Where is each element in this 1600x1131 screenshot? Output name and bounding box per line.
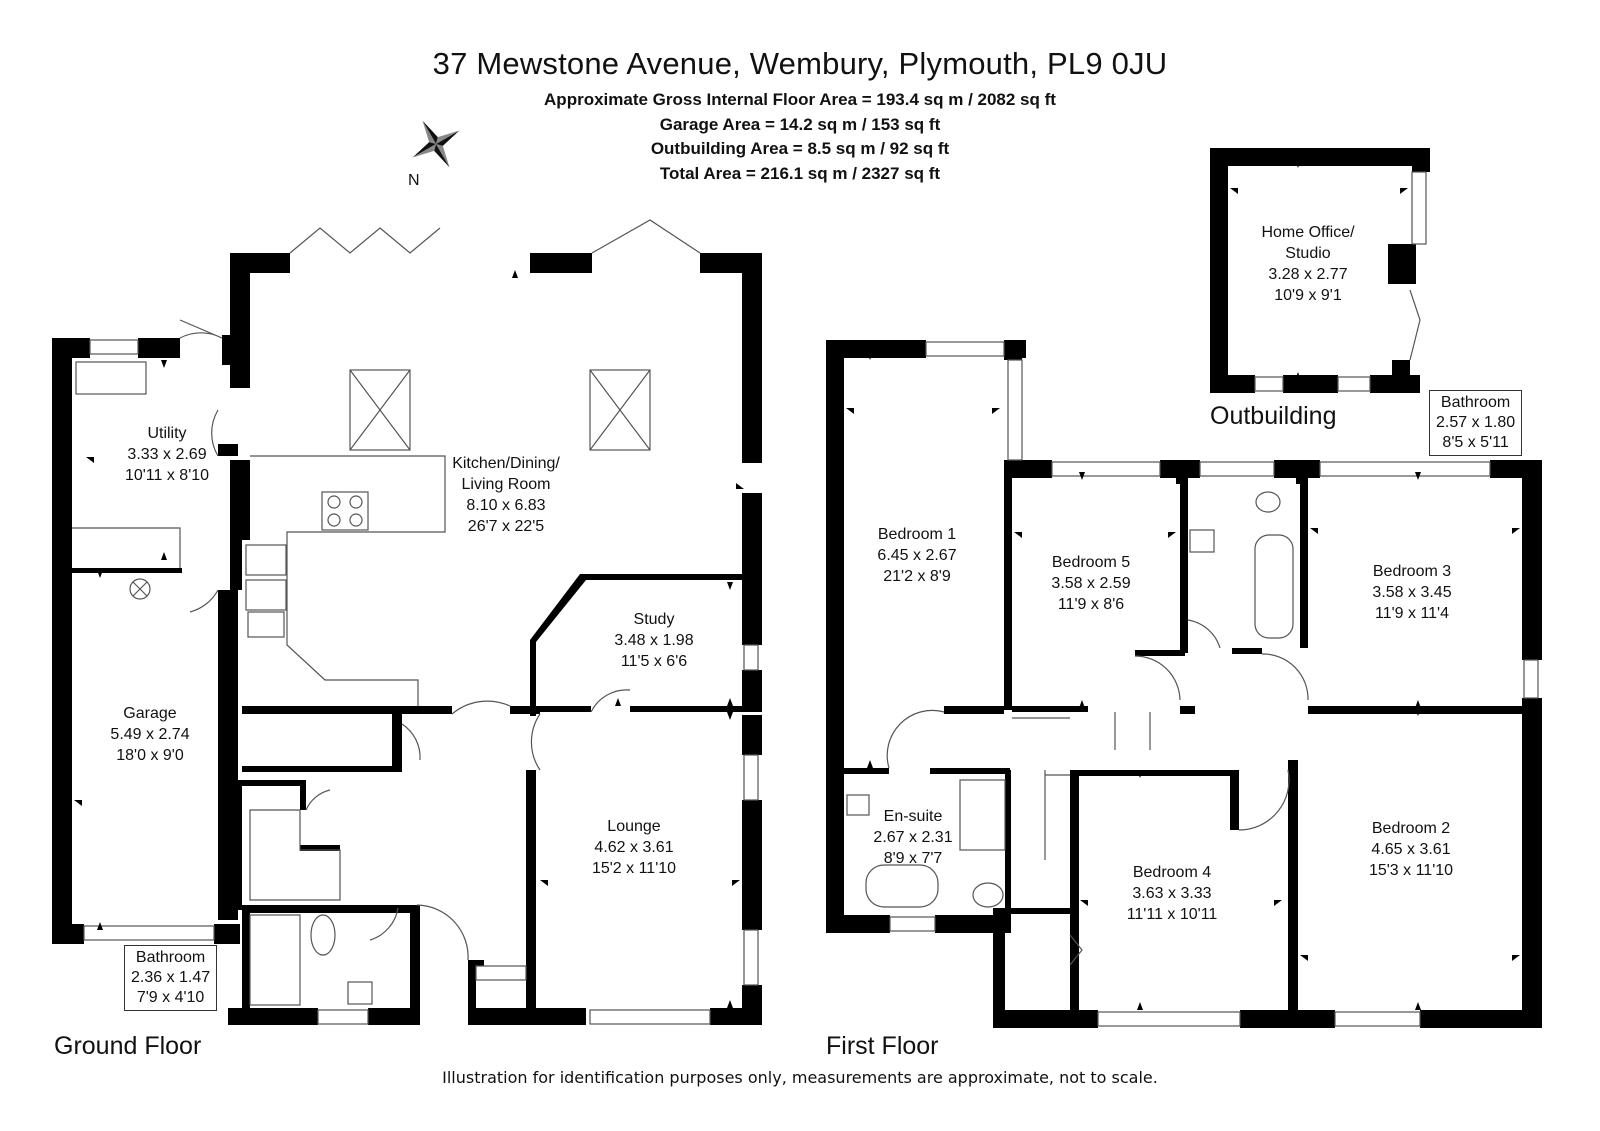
total-area: Total Area = 216.1 sq m / 2327 sq ft: [659, 164, 941, 183]
plan-title: 37 Mewstone Avenue, Wembury, Plymouth, P…: [432, 46, 1168, 81]
first-floor-walls: [826, 340, 1542, 1028]
ground-floor-label: Ground Floor: [54, 1032, 202, 1060]
ground-floor-walls: [52, 253, 762, 1025]
gross-area: Approximate Gross Internal Floor Area = …: [544, 90, 1056, 109]
disclaimer: Illustration for identification purposes…: [442, 1068, 1158, 1087]
first-floor-label: First Floor: [826, 1032, 939, 1060]
outbuilding-area: Outbuilding Area = 8.5 sq m / 92 sq ft: [650, 139, 950, 158]
windows: [83, 171, 1539, 1027]
compass-rose-icon: [412, 120, 460, 168]
garage-area: Garage Area = 14.2 sq m / 153 sq ft: [659, 115, 941, 134]
outbuilding-label: Outbuilding: [1210, 402, 1337, 430]
compass-north-label: N: [408, 172, 420, 189]
outbuilding-walls: [1210, 148, 1430, 393]
dimension-arrows: [74, 160, 1520, 1010]
doors-and-fixtures: [72, 219, 1421, 1006]
